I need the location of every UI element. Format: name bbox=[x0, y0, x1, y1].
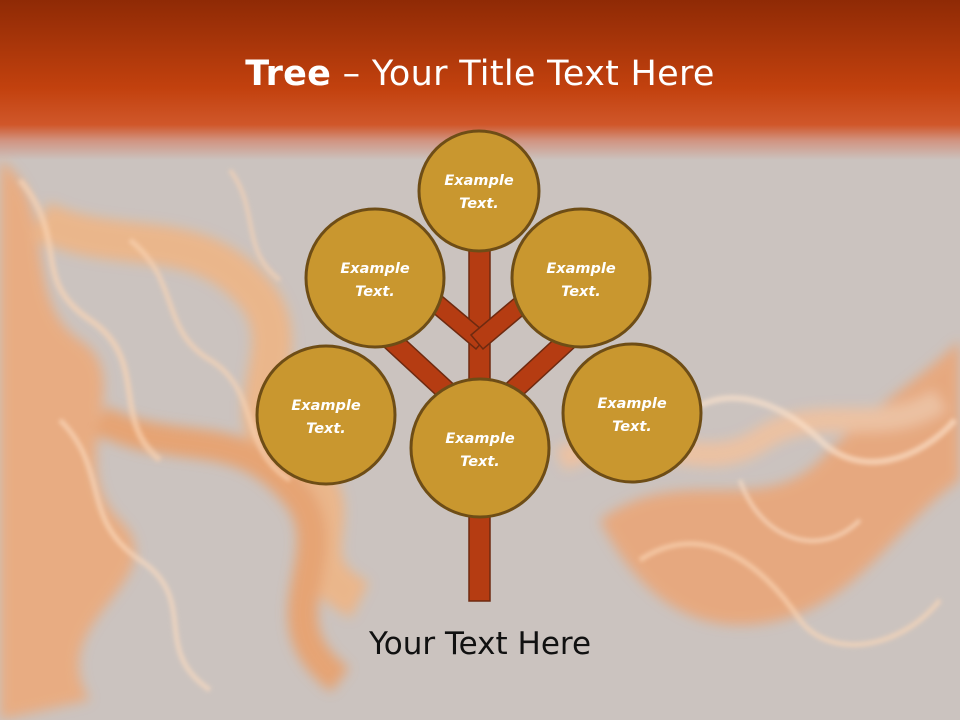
node-circle bbox=[304, 207, 446, 349]
tree-node-6[interactable]: Example Text. bbox=[409, 377, 551, 519]
node-text-line2: Text. bbox=[459, 196, 499, 212]
node-circle bbox=[561, 342, 703, 484]
node-circle bbox=[510, 207, 652, 349]
node-text-line2: Text. bbox=[355, 284, 395, 300]
node-text-line1: Example bbox=[597, 396, 667, 412]
tree-node-3[interactable]: Example Text. bbox=[510, 207, 652, 349]
node-text-line1: Example bbox=[291, 398, 361, 414]
caption-text[interactable]: Your Text Here bbox=[368, 626, 592, 662]
tree-node-2[interactable]: Example Text. bbox=[304, 207, 446, 349]
slide-title[interactable]: Tree – Your Title Text Here bbox=[0, 52, 960, 96]
node-circle bbox=[409, 377, 551, 519]
node-text-line2: Text. bbox=[561, 284, 601, 300]
node-circle bbox=[417, 129, 541, 253]
title-rest-text: – Your Title Text Here bbox=[331, 54, 715, 94]
node-text-line2: Text. bbox=[460, 454, 500, 470]
node-circle bbox=[255, 344, 397, 486]
node-text-line2: Text. bbox=[612, 419, 652, 435]
node-text-line1: Example bbox=[546, 261, 616, 277]
title-bold-text: Tree bbox=[245, 54, 332, 94]
node-text-line1: Example bbox=[445, 431, 515, 447]
node-text-line1: Example bbox=[444, 173, 514, 189]
node-text-line2: Text. bbox=[306, 421, 346, 437]
tree-node-4[interactable]: Example Text. bbox=[255, 344, 397, 486]
tree-node-5[interactable]: Example Text. bbox=[561, 342, 703, 484]
node-text-line1: Example bbox=[340, 261, 410, 277]
tree-node-1[interactable]: Example Text. bbox=[417, 129, 541, 253]
